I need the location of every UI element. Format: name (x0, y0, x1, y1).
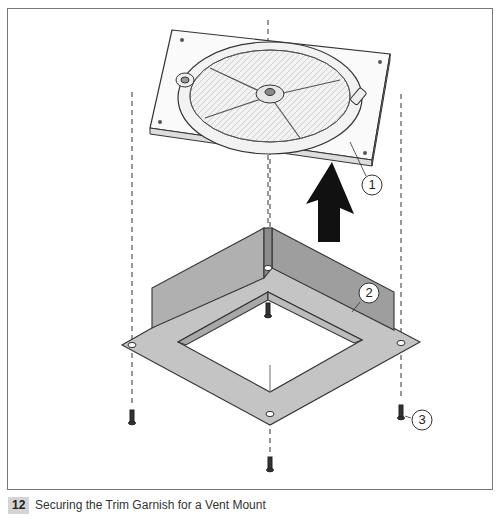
callout-circle (362, 175, 382, 195)
leader-line (352, 302, 360, 312)
callout-circle (412, 410, 432, 430)
callout-circle (359, 283, 379, 303)
leader-line (405, 416, 411, 418)
screw-holes (128, 265, 405, 416)
callout-number: 2 (359, 283, 379, 303)
callout-number: 1 (362, 175, 382, 195)
vent-fan (150, 30, 390, 166)
figure-number: 12 (8, 497, 29, 514)
guide-lines (132, 20, 401, 452)
trim-garnish (122, 228, 420, 425)
screws (129, 303, 405, 472)
leader-line (350, 142, 366, 176)
direction-arrow (306, 162, 354, 242)
callout-number: 3 (412, 410, 432, 430)
caption: Securing the Trim Garnish for a Vent Mou… (35, 497, 266, 514)
frame (8, 9, 493, 490)
